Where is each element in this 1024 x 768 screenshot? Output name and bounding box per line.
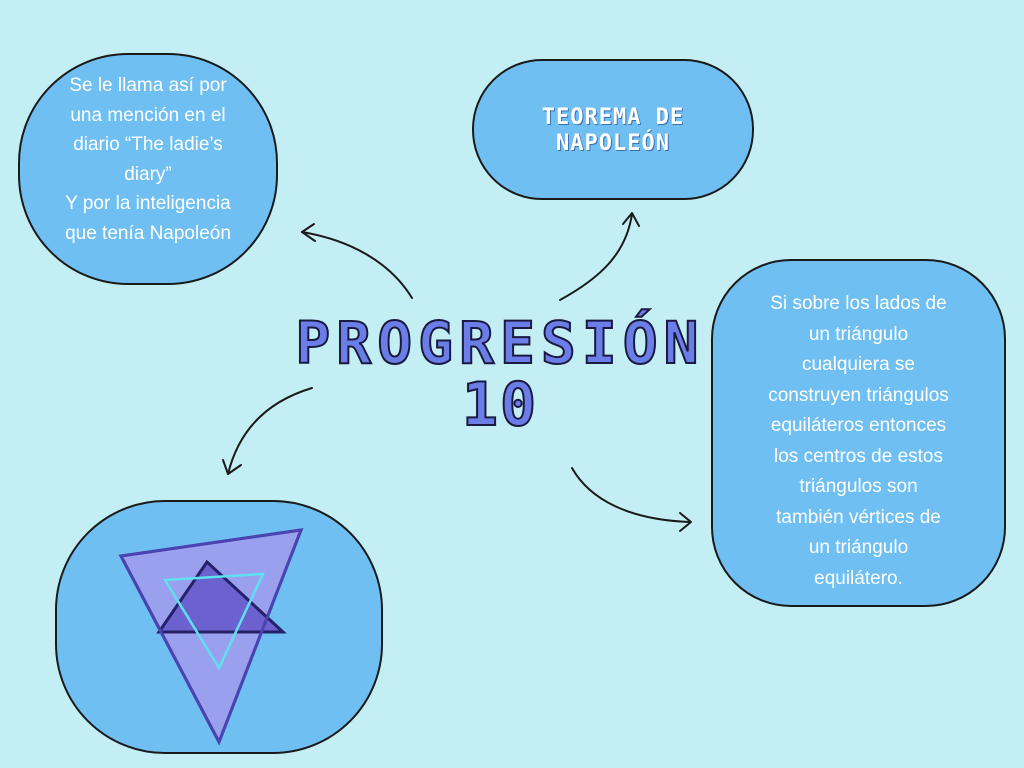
- arrow-to-title-bubble: [559, 213, 633, 301]
- right-note-text: Si sobre los lados de un triángulo cualq…: [768, 293, 949, 589]
- top-left-note-text: Se le llama así por una mención en el di…: [65, 75, 231, 244]
- triangle-diagram-bubble: [55, 500, 383, 754]
- title-bubble: TEOREMA DE NAPOLEÓN: [472, 59, 754, 200]
- large-triangle: [118, 528, 304, 746]
- center-title-line1: PROGRESIÓN: [294, 309, 705, 377]
- theorem-title: TEOREMA DE NAPOLEÓN: [541, 105, 685, 156]
- triangle-diagram-icon: [118, 528, 304, 746]
- arrow-to-right-note: [571, 467, 691, 523]
- arrow-to-top-left-note: [301, 231, 413, 299]
- center-title-line2: 10: [461, 370, 539, 440]
- inner-equilateral-triangle: [162, 572, 266, 671]
- center-title: PROGRESIÓN 10: [290, 309, 710, 440]
- arrow-to-triangle-bubble: [227, 387, 313, 475]
- overlap-triangle: [156, 559, 287, 634]
- top-left-note-bubble: Se le llama así por una mención en el di…: [18, 53, 278, 285]
- right-note-bubble: Si sobre los lados de un triángulo cualq…: [711, 259, 1006, 607]
